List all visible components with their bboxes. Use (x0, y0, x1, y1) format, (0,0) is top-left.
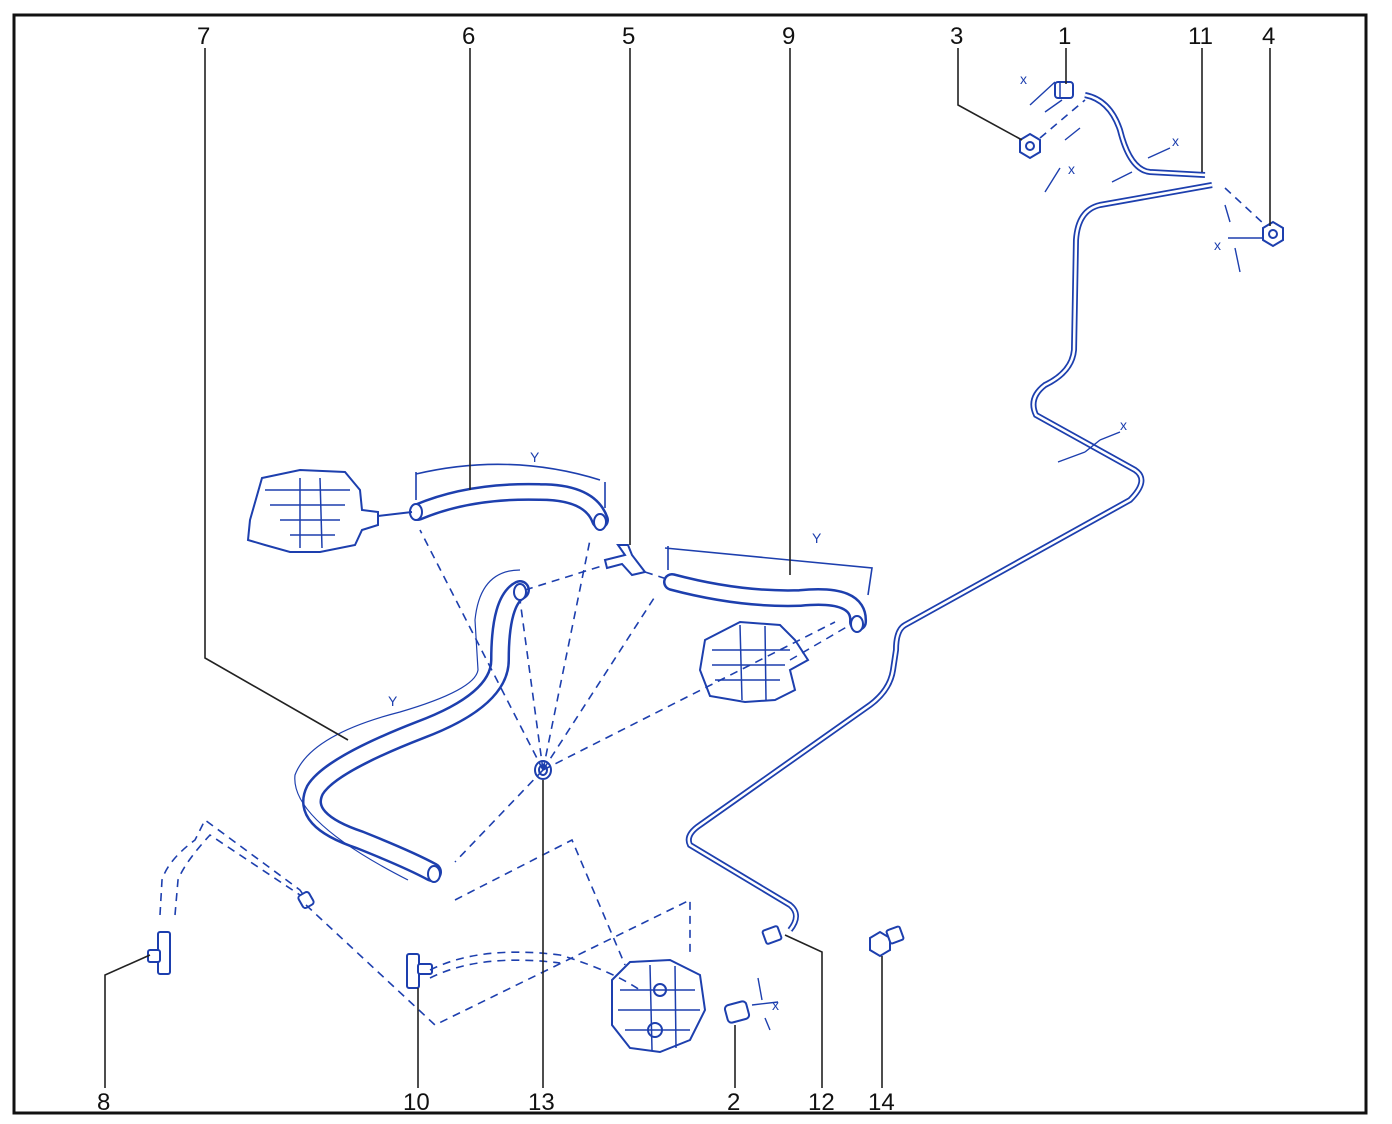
dimension-marker-x-nut1: x (1020, 71, 1063, 113)
callout-9: 9 (782, 23, 795, 50)
clamp-assembly-lines (419, 529, 836, 863)
callout-4: 4 (1262, 23, 1275, 50)
t-connector-10 (406, 953, 433, 989)
pipe-union-nut-3 (1019, 132, 1041, 160)
callout-5: 5 (622, 23, 635, 50)
pipe-end-fitting-12 (761, 925, 783, 945)
steering-pump-lower (611, 958, 707, 1054)
svg-text:Y: Y (812, 530, 822, 546)
assembly-line (1224, 187, 1266, 226)
callout-11: 11 (1188, 23, 1213, 50)
callout-3: 3 (950, 23, 963, 50)
assembly-line (1039, 99, 1086, 139)
svg-text:x: x (772, 997, 779, 1013)
dashed-hose-outline (429, 951, 641, 991)
callout-8: 8 (97, 1089, 110, 1116)
dashed-hose-outline (159, 818, 311, 916)
callout-12: 12 (808, 1089, 835, 1116)
hose-stub (297, 891, 315, 909)
leader-lines (104, 48, 1271, 1088)
union-nut-2 (723, 1000, 751, 1024)
callout-13: 13 (528, 1089, 555, 1116)
pipe-union-nut-1 (1054, 81, 1074, 99)
dashed-hose-outline (429, 959, 561, 979)
svg-text:x: x (1214, 237, 1221, 253)
dimension-marker-y-hose7: Y (294, 569, 521, 881)
dimension-marker-x-pipe11: x (1111, 133, 1179, 183)
dimension-marker-x-nut4: x (1214, 204, 1262, 273)
pipe-union-nut-4 (1262, 220, 1284, 248)
t-connector-8 (147, 931, 171, 975)
dashed-hose-outline (174, 833, 301, 916)
callout-2: 2 (727, 1089, 740, 1116)
callout-7: 7 (197, 23, 210, 50)
y-connector-5 (603, 544, 647, 577)
dimension-marker-x-nut2: x (751, 977, 779, 1031)
callout-10: 10 (403, 1089, 430, 1116)
steering-pump-upper (246, 468, 413, 553)
svg-text:Y: Y (388, 693, 398, 709)
short-metal-pipe (1084, 92, 1206, 178)
dimension-marker-x-nut3: x (1044, 127, 1081, 193)
metal-pipe (685, 182, 1213, 932)
dashed-hose-outline (305, 898, 691, 1026)
hose-9 (663, 573, 867, 633)
svg-text:Y: Y (530, 449, 540, 465)
dimension-marker-y-hose6: Y (415, 449, 606, 508)
steering-pump-middle (698, 620, 851, 704)
svg-text:x: x (1020, 71, 1027, 87)
union-fitting-14 (869, 925, 905, 958)
callout-6: 6 (462, 23, 475, 50)
svg-text:x: x (1068, 161, 1075, 177)
dimension-marker-x-pipe: x (1057, 417, 1127, 463)
svg-text:x: x (1120, 417, 1127, 433)
svg-text:x: x (1172, 133, 1179, 149)
hose-7 (302, 580, 530, 883)
dimension-marker-y-hose9: Y (664, 530, 873, 596)
callout-14: 14 (868, 1089, 895, 1116)
dashed-hose-outline (454, 838, 626, 966)
hose-6 (409, 482, 609, 531)
callout-1: 1 (1058, 23, 1071, 50)
diagram-border (12, 13, 1368, 1115)
